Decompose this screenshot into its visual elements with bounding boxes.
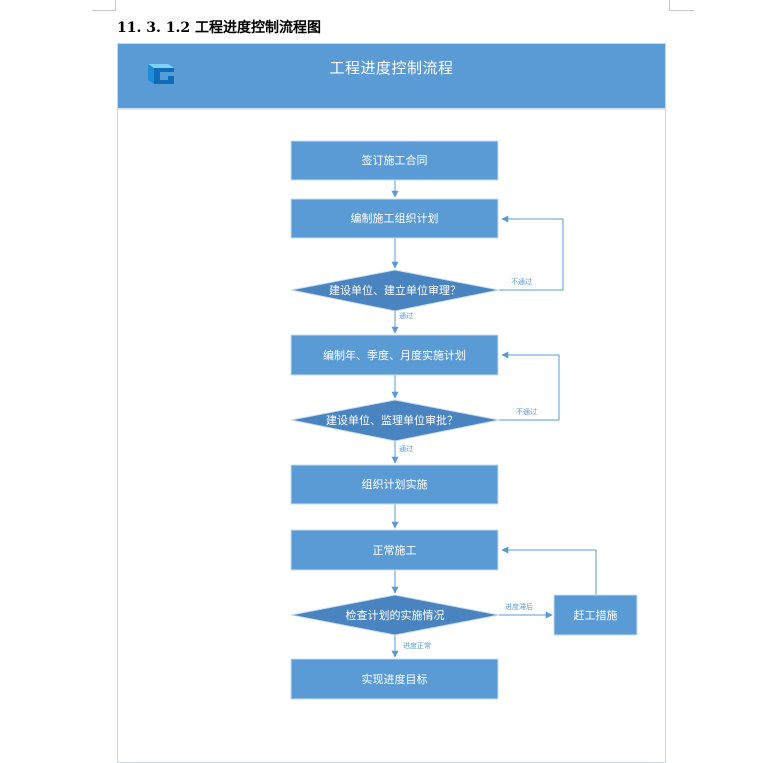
crop-mark-top-right-vertical (669, 0, 670, 11)
node-achieve-goal-label: 实现进度目标 (362, 672, 428, 686)
node-achieve-goal: 实现进度目标 (290, 658, 499, 700)
decision-review-2-label: 建设单位、监理单位审批？ (326, 413, 458, 427)
company-logo-icon (148, 64, 174, 84)
decision-check-plan-label: 检查计划的实施情况 (346, 608, 445, 622)
node-catch-up-label: 赶工措施 (574, 608, 618, 622)
node-catch-up: 赶工措施 (553, 594, 638, 636)
edge-label-check-normal: 进度正常 (403, 641, 431, 650)
edge-catchup-to-normal (501, 546, 597, 595)
edge-review2-fail-loop (499, 351, 560, 421)
node-prepare-org-plan: 编制施工组织计划 (290, 198, 499, 239)
decision-review-1: 建设单位、建立单位审理？ (290, 269, 500, 312)
crop-mark-top-right-horizontal (670, 10, 694, 11)
flowchart-banner: 工程进度控制流程 (118, 44, 665, 110)
connectors (391, 180, 597, 658)
node-organize-implementation-label: 组织计划实施 (362, 477, 428, 491)
decision-review-1-label: 建设单位、建立单位审理？ (329, 283, 461, 297)
crop-mark-top-left-vertical (115, 0, 116, 11)
edge-label-review2-pass: 通过 (399, 444, 413, 453)
node-normal-construction: 正常施工 (290, 529, 499, 571)
node-prepare-period-plans-label: 编制年、季度、月度实施计划 (323, 348, 466, 362)
edge-review1-fail-loop (499, 215, 564, 291)
crop-mark-top-left-horizontal (92, 10, 116, 11)
edge-label-review1-pass: 通过 (399, 311, 413, 320)
node-normal-construction-label: 正常施工 (373, 544, 417, 557)
node-organize-implementation: 组织计划实施 (290, 464, 499, 505)
decision-review-2: 建设单位、监理单位审批？ (290, 399, 500, 442)
section-heading: 11. 3. 1.2 工程进度控制流程图 (117, 20, 321, 36)
node-prepare-org-plan-label: 编制施工组织计划 (351, 211, 439, 225)
node-sign-contract-label: 签订施工合同 (362, 153, 428, 167)
node-prepare-period-plans: 编制年、季度、月度实施计划 (290, 334, 499, 376)
edge-label-check-behind: 进度滞后 (505, 602, 533, 611)
decision-check-plan: 检查计划的实施情况 (290, 594, 500, 636)
node-sign-contract: 签订施工合同 (290, 140, 499, 181)
edge-label-review2-fail: 不通过 (516, 407, 537, 416)
flowchart-title: 工程进度控制流程 (329, 59, 454, 77)
edge-label-review1-fail: 不通过 (511, 277, 532, 286)
